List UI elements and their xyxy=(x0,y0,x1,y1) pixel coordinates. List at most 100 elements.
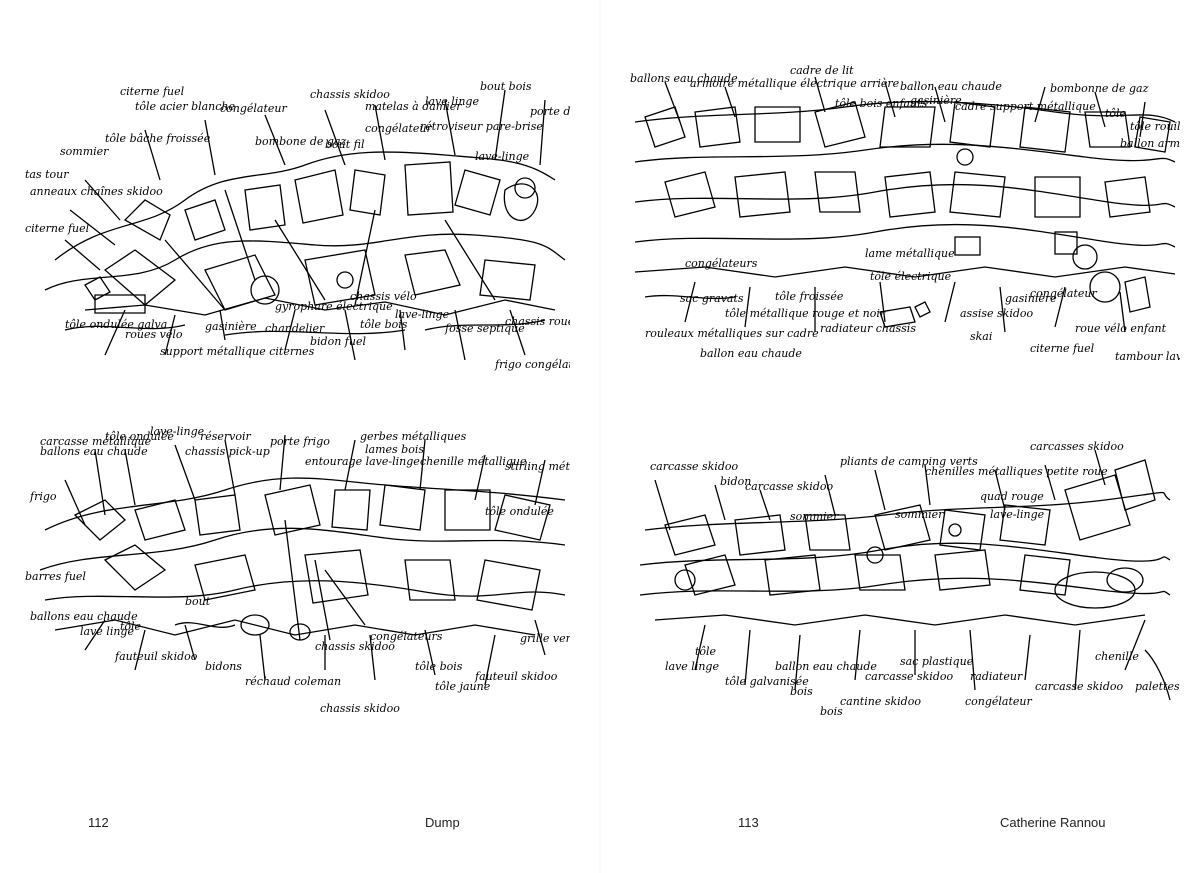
hw-label: tôle ondulée galva xyxy=(65,318,167,331)
hw-label: sac gravats xyxy=(680,292,744,305)
hw-label: chassis skidoo xyxy=(315,640,395,653)
hw-label: frigo congélateur xyxy=(494,358,570,371)
hw-label: tôle jaune xyxy=(435,680,491,693)
hw-label: radiateur chassis xyxy=(820,322,916,335)
hw-label: ballon eau chaude xyxy=(900,80,1002,93)
sketch-dump-left-bottom: carcasse métallique tôle ondulée lave-li… xyxy=(25,420,570,740)
hw-label: gasinière xyxy=(910,94,962,107)
hw-label: lave linge xyxy=(425,95,479,108)
hw-label: lame métallique xyxy=(865,247,955,260)
hw-label: palettes xyxy=(1135,680,1180,693)
hw-label: chenille métallique xyxy=(420,455,527,468)
hw-label: tôle xyxy=(695,645,717,658)
hw-label: carcasses skidoo xyxy=(1030,440,1124,453)
hw-label: bout bois xyxy=(480,80,532,93)
hw-label: tôle ondulée xyxy=(105,430,174,443)
hw-label: entourage lave-linge xyxy=(305,455,420,468)
hw-label: tôle bois xyxy=(415,660,463,673)
hw-label: sommier xyxy=(895,508,944,521)
hw-label: lames bois xyxy=(365,443,424,456)
hw-label: congélateur xyxy=(965,695,1033,708)
hw-label: ballons eau chaude xyxy=(40,445,148,458)
hw-label: ballon eau chaude xyxy=(775,660,877,673)
hw-label: chandelier xyxy=(265,322,325,335)
hw-label: chassis skidoo xyxy=(320,702,400,715)
hw-label: ballons eau chaude xyxy=(30,610,138,623)
sketch-svg: ballons eau chaude armoire métallique él… xyxy=(630,64,1180,363)
hw-label: anneaux chaînes skidoo xyxy=(30,185,163,198)
hw-label: tôle froissée xyxy=(775,290,844,303)
hw-label: fauteuil skidoo xyxy=(474,670,558,683)
hw-label: carcasse skidoo xyxy=(745,480,833,493)
sketch-svg: carcasse métallique tôle ondulée lave-li… xyxy=(25,425,570,715)
hw-label: radiateur xyxy=(970,670,1023,683)
hw-label: lave-linge xyxy=(395,308,450,321)
hw-label: tôle bois enfants xyxy=(835,97,928,110)
hw-label: bidons xyxy=(205,660,242,673)
hw-label: chassis skidoo xyxy=(310,88,390,101)
hw-label: réservoir xyxy=(200,430,252,443)
hw-label: carcasse skidoo xyxy=(865,670,953,683)
hw-label: cadre support métallique xyxy=(955,100,1096,113)
hw-label: tôle acier blanche xyxy=(135,100,236,113)
hw-label: roues vélo xyxy=(125,328,183,341)
hw-label: tôle bâche froissée xyxy=(105,132,211,145)
hw-label: cadre de lit xyxy=(790,64,854,77)
hw-label: chassis vélo xyxy=(350,290,417,303)
hw-label: lave-linge xyxy=(990,508,1045,521)
hw-label: tôle rouillée xyxy=(1130,120,1180,133)
hw-label: bidon xyxy=(720,475,751,488)
hw-label: lave linge xyxy=(80,625,134,638)
hw-label: citerne fuel xyxy=(120,85,185,98)
hw-label: réchaud coleman xyxy=(245,675,341,688)
hw-label: carcasse skidoo xyxy=(650,460,738,473)
hw-label: tas tour xyxy=(25,168,69,181)
hw-label: gerbes métalliques xyxy=(360,430,467,443)
hw-label: chassis pick-up xyxy=(185,445,270,458)
hw-label: skai xyxy=(970,330,992,343)
hw-label: gyrophare électrique xyxy=(275,300,393,313)
hw-label: bout fil xyxy=(325,138,365,151)
hw-label: tôle métallique rouge et noir xyxy=(725,307,886,320)
sketch-dump-right-bottom: carcasse skidoo bidon carcasse skidoo so… xyxy=(625,430,1180,740)
hw-label: gasinière xyxy=(1005,292,1057,305)
hw-label: lave linge xyxy=(665,660,719,673)
running-title-right: Catherine Rannou xyxy=(1000,815,1106,830)
hw-label: sommier xyxy=(790,510,839,523)
hw-label: sac plastique xyxy=(900,655,974,668)
hw-label: citerne fuel xyxy=(1030,342,1095,355)
page-number-left: 112 xyxy=(88,815,109,830)
sketch-svg: citerne fuel tôle acier blanche congélat… xyxy=(25,80,570,371)
hw-label: chenille xyxy=(1095,650,1139,663)
hw-label: bois xyxy=(790,685,813,698)
hw-label: tôle bois xyxy=(360,318,408,331)
hw-label: chassis roues xyxy=(505,315,570,328)
hw-label: lave-linge xyxy=(150,425,205,438)
scribble-mass xyxy=(44,89,566,361)
hw-label: stirling métallique xyxy=(505,460,570,473)
hw-label: rouleaux métalliques sur cadre xyxy=(645,327,819,340)
hw-label: tôle ondulée xyxy=(485,505,554,518)
hw-label: congélateur xyxy=(1030,287,1098,300)
hw-label: congélateurs xyxy=(685,257,758,270)
hw-label: congélateur xyxy=(220,102,288,115)
hw-label: bombone de gaz xyxy=(255,135,346,148)
hw-label: tôle xyxy=(120,620,142,633)
page-gutter xyxy=(599,0,601,873)
hw-label: bombonne de gaz xyxy=(1050,82,1149,95)
hw-label: carcasse métallique xyxy=(40,435,152,448)
hw-label: bois xyxy=(820,705,843,718)
hw-label: carcasse skidoo xyxy=(1035,680,1123,693)
hw-label: ballon armoire métallique xyxy=(1120,137,1180,150)
hw-label: tôle galvanisée xyxy=(725,675,809,688)
hw-label: fauteuil skidoo xyxy=(114,650,198,663)
hw-label: grille ventilation xyxy=(520,632,570,645)
hw-label: sommier xyxy=(60,145,109,158)
hw-label: pliants de camping verts xyxy=(840,455,978,468)
hw-label: cantine skidoo xyxy=(840,695,921,708)
scribble-mass xyxy=(39,434,566,686)
scribble-mass xyxy=(639,449,1171,701)
hw-label: citerne fuel xyxy=(25,222,90,235)
sketch-svg: carcasse skidoo bidon carcasse skidoo so… xyxy=(639,440,1180,718)
scribble-mass xyxy=(634,76,1176,333)
